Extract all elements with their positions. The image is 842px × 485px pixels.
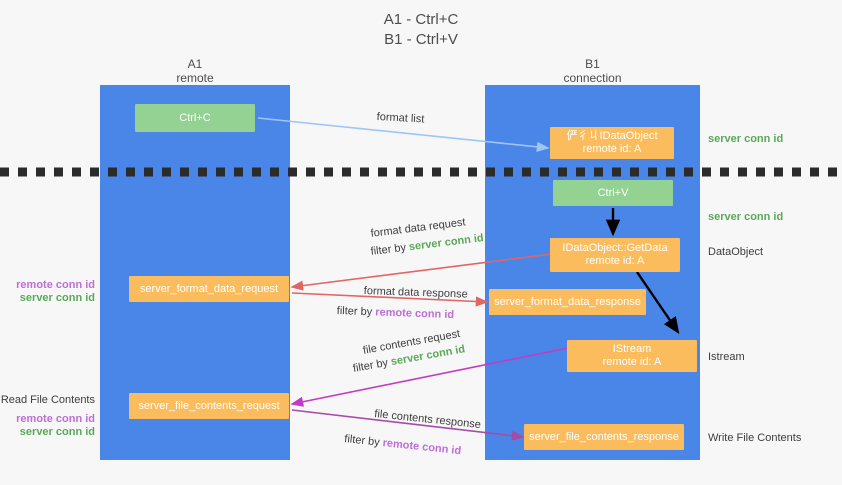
box-ctrl-v[interactable]: Ctrl+V — [553, 180, 673, 206]
label-remote-conn-id-1: remote conn id — [16, 279, 95, 291]
lane-b1-name: B1 — [585, 57, 600, 71]
box-file-req-label: server_file_contents_request — [138, 399, 280, 412]
box-istream-line2: remote id: A — [602, 356, 662, 368]
lane-header-a1: A1 remote — [100, 57, 290, 85]
box-server-format-data-response[interactable]: server_format_data_response — [489, 289, 646, 315]
fmt-resp-filter-pre: filter by — [336, 305, 376, 319]
label-server-conn-id-top: server conn id — [708, 133, 784, 145]
arrow-file-contents-request — [290, 347, 569, 407]
diagram-title: A1 - Ctrl+C B1 - Ctrl+V — [0, 10, 842, 50]
label-read-file-contents: Read File Contents — [0, 394, 95, 406]
title-line-2: B1 - Ctrl+V — [384, 31, 458, 48]
arrow-format-data-response — [291, 292, 489, 307]
arrow-getdata-to-istream — [636, 271, 680, 334]
box-server-format-data-request[interactable]: server_format_data_request — [129, 276, 289, 302]
lane-b1-sub: connection — [563, 71, 622, 85]
arrow-format-list — [257, 117, 550, 152]
label-server-conn-id-2: server conn id — [19, 426, 95, 438]
box-idataobject-getdata[interactable]: IDataObject::GetData remote id: A — [550, 238, 680, 272]
label-istream: Istream — [708, 351, 745, 363]
label-write-file-contents: Write File Contents — [708, 432, 802, 444]
lane-header-b1: B1 connection — [485, 57, 700, 85]
box-getdata-line2: remote id: A — [585, 255, 645, 267]
box-fmt-resp-label: server_format_data_response — [494, 295, 641, 308]
label-server-conn-id-1: server conn id — [19, 292, 95, 304]
box-file-resp-label: server_file_contents_response — [529, 430, 679, 443]
box-istream-line1: IStream — [612, 343, 652, 355]
title-line-1: A1 - Ctrl+C — [383, 11, 459, 28]
box-fmt-req-label: server_format_data_request — [139, 282, 279, 295]
label-remote-conn-id-2: remote conn id — [16, 413, 95, 425]
box-server-file-contents-request[interactable]: server_file_contents_request — [129, 393, 289, 419]
label-server-conn-id-second: server conn id — [708, 211, 784, 223]
dashed-separator-line — [0, 167, 842, 177]
box-ctrl-v-label: Ctrl+V — [597, 186, 629, 199]
lane-a1-sub: remote — [176, 71, 214, 85]
lane-a1-name: A1 — [187, 57, 203, 71]
annotation-format-list: format list — [376, 111, 425, 126]
arrow-format-data-request — [290, 253, 553, 291]
label-dataobject: DataObject — [708, 246, 764, 258]
box-idataobject-line1: 俨彳丩IDataObject — [566, 130, 658, 142]
box-idataobject-line2: remote id: A — [582, 143, 642, 155]
box-ctrl-c-label: Ctrl+C — [179, 111, 211, 124]
box-idataobject[interactable]: 俨彳丩IDataObject remote id: A — [550, 127, 674, 159]
box-istream[interactable]: IStream remote id: A — [567, 340, 697, 372]
box-getdata-line1: IDataObject::GetData — [562, 242, 668, 254]
box-server-file-contents-response[interactable]: server_file_contents_response — [524, 424, 684, 450]
arrow-file-contents-response — [291, 409, 525, 441]
box-ctrl-c[interactable]: Ctrl+C — [135, 104, 255, 132]
